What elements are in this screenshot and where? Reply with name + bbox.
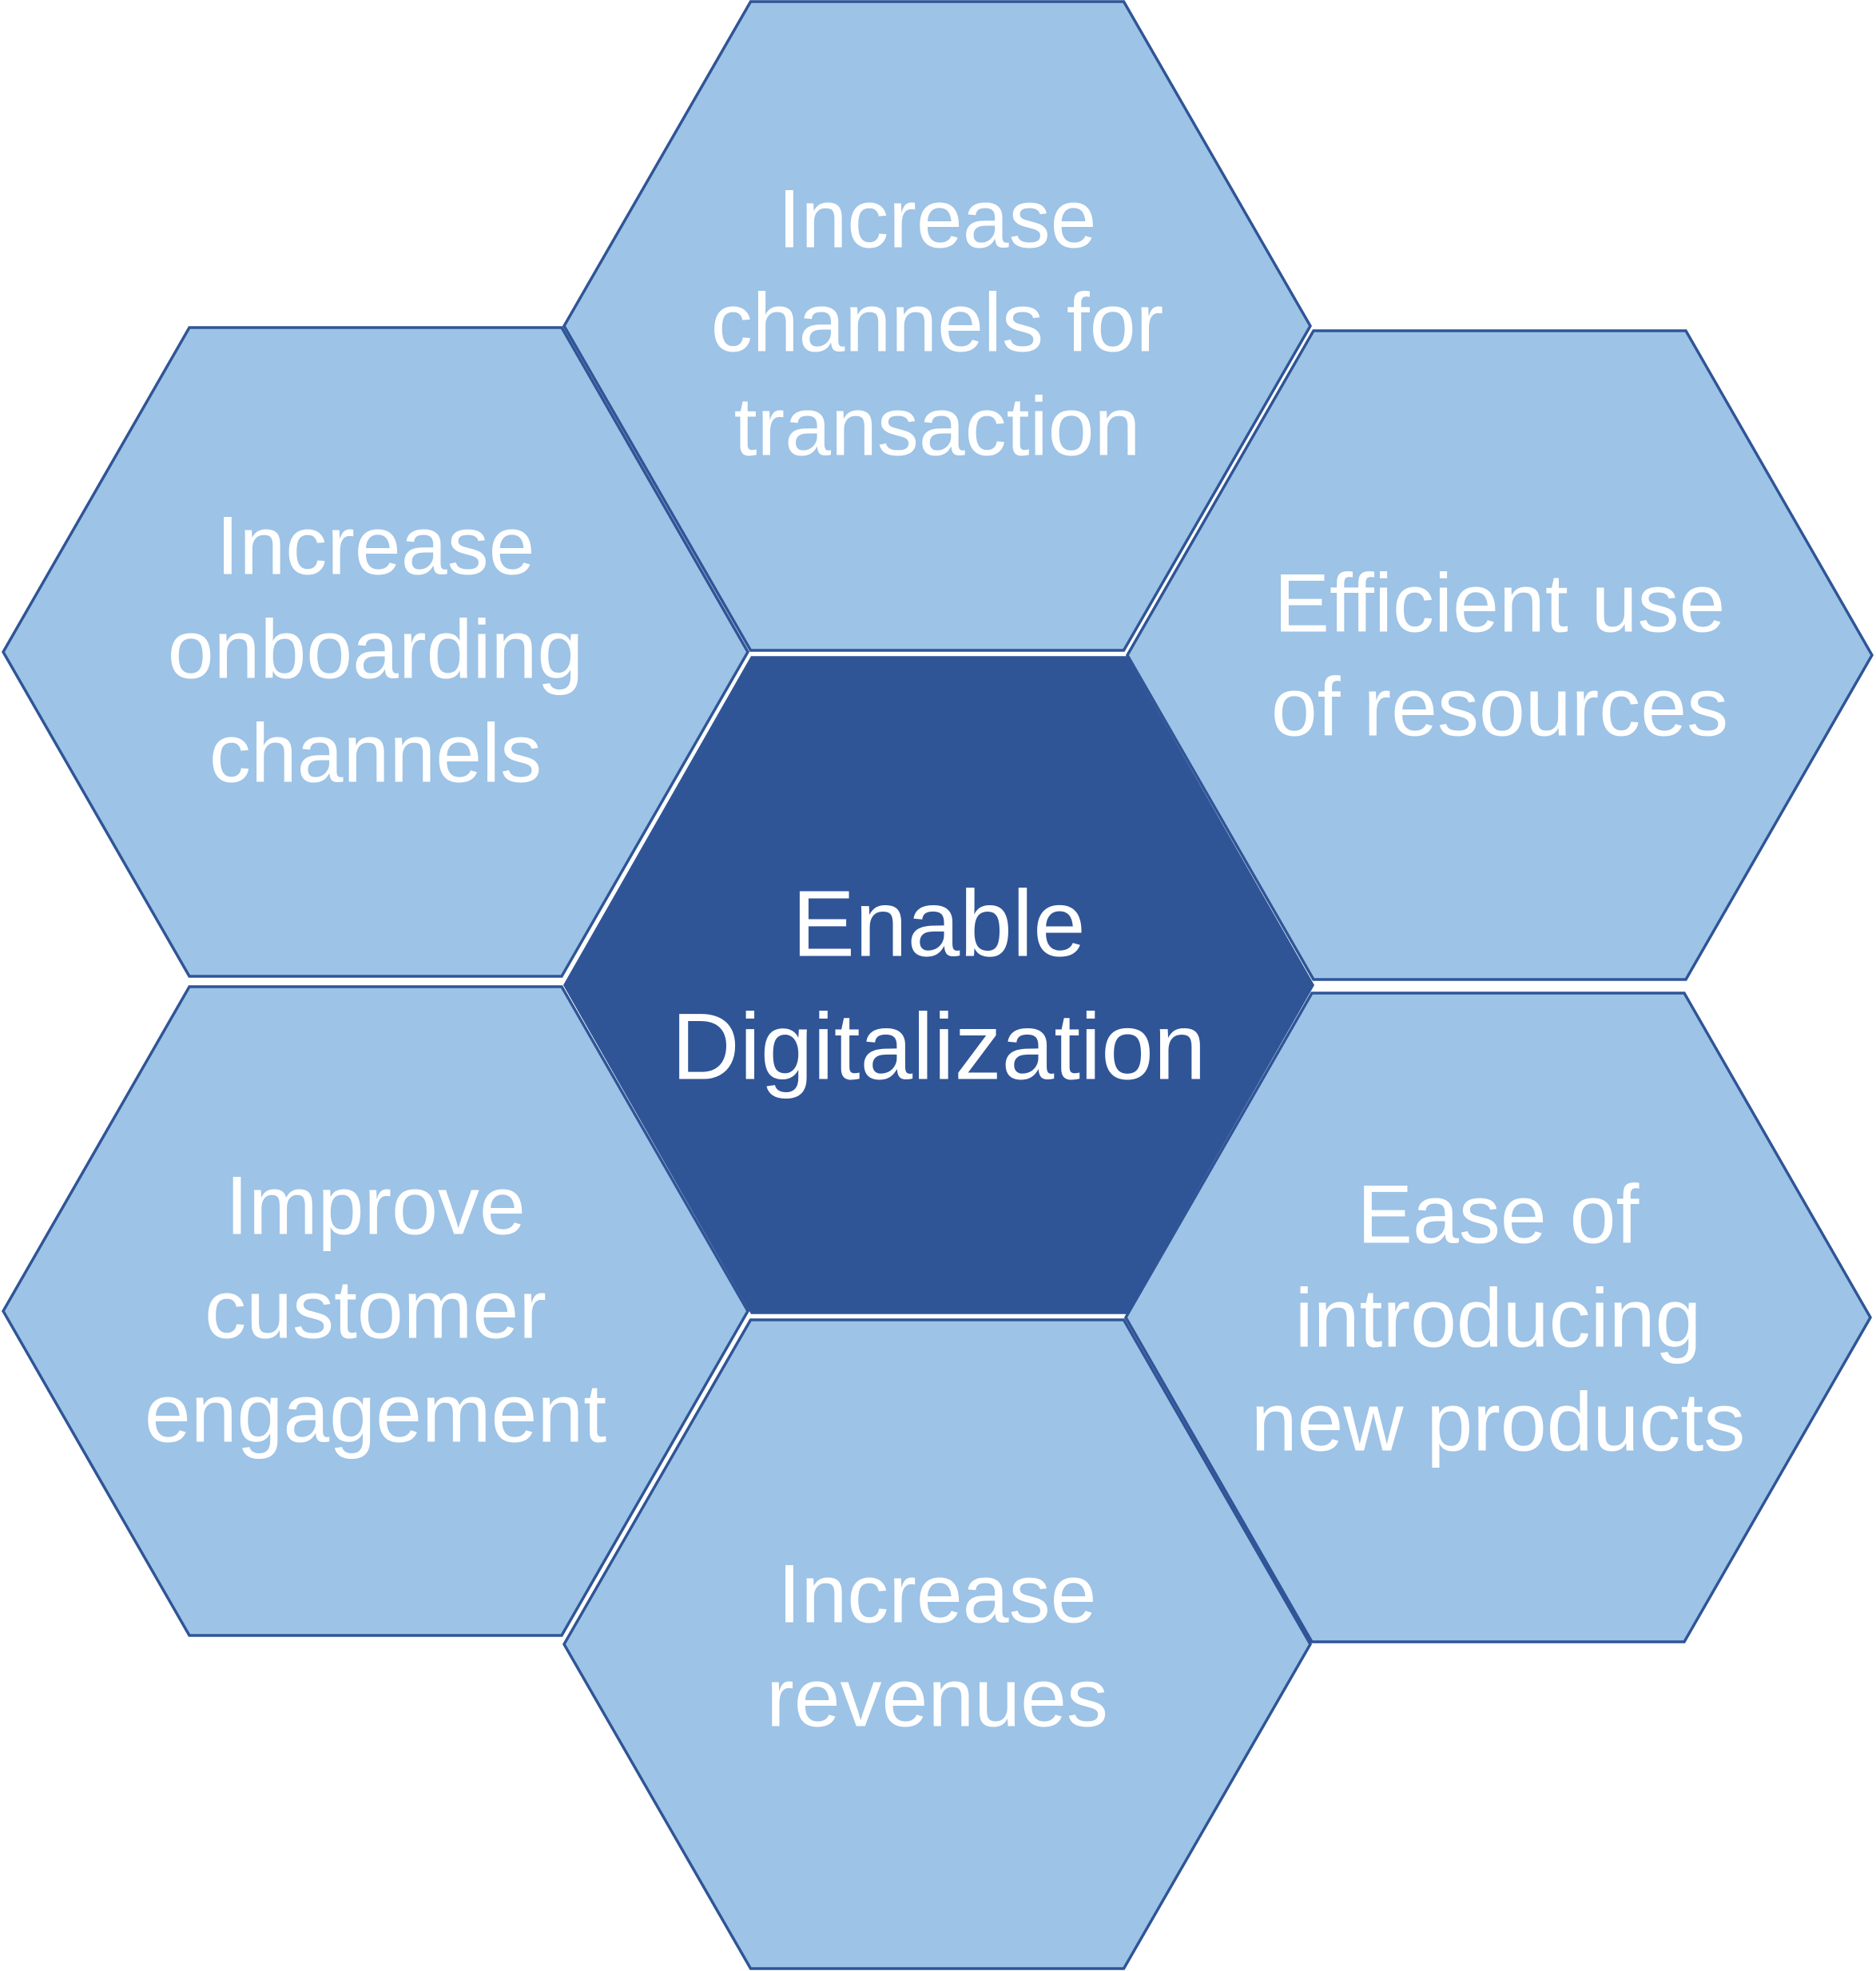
hexagon-lower-right-label-line: new products <box>1251 1376 1746 1468</box>
hexagon-upper-left: Increase onboarding channels <box>1 326 750 978</box>
hexagon-lower-right-label-line: introducing <box>1295 1272 1702 1365</box>
hexagon-center-shape <box>562 656 1315 1314</box>
hexagon-center-label-line: Digitalization <box>672 994 1206 1099</box>
hexagon-lower-right: Ease of introducing new products <box>1123 991 1873 1643</box>
hexagon-lower-right-label-line: Ease of <box>1357 1168 1640 1261</box>
hexagon-bottom-shape <box>562 1318 1313 1970</box>
hexagon-top-label-line: transaction <box>734 380 1141 473</box>
hexagon-upper-left-label-line: Increase <box>217 499 535 592</box>
hexagon-lower-left: Improve customer engagement <box>1 985 750 1637</box>
hexagon-lower-left-shape <box>1 985 750 1637</box>
hexagon-lower-left-label-line: Improve <box>225 1159 526 1252</box>
hexagon-upper-left-label-line: onboarding <box>168 603 583 696</box>
hexagon-bottom-label-line: Increase <box>778 1548 1097 1640</box>
hexagon-upper-right-shape <box>1125 329 1874 981</box>
hexagon-top: Increase channels for transaction <box>562 0 1313 652</box>
hexagon-bottom: Increase revenues <box>562 1318 1313 1970</box>
hexagon-top-label-line: Increase <box>778 173 1097 265</box>
hexagon-lower-left-label-line: engagement <box>145 1367 606 1460</box>
hexagon-top-label-line: channels for <box>711 276 1164 369</box>
hexagon-upper-right-label-line: of resources <box>1271 661 1728 753</box>
hexagon-lower-right-shape <box>1123 991 1873 1643</box>
hexagon-upper-left-label-line: channels <box>209 707 542 800</box>
hexagon-lower-left-label-line: customer <box>205 1263 547 1356</box>
hexagon-upper-right-label-line: Efficient use <box>1274 557 1726 650</box>
hexagon-top-shape <box>562 0 1313 652</box>
hexagon-center-label-line: Enable <box>792 871 1085 976</box>
hexagon-upper-right: Efficient use of resources <box>1125 329 1874 981</box>
hexagon-upper-left-shape <box>1 326 750 978</box>
hexagon-bottom-label-line: revenues <box>766 1651 1108 1744</box>
